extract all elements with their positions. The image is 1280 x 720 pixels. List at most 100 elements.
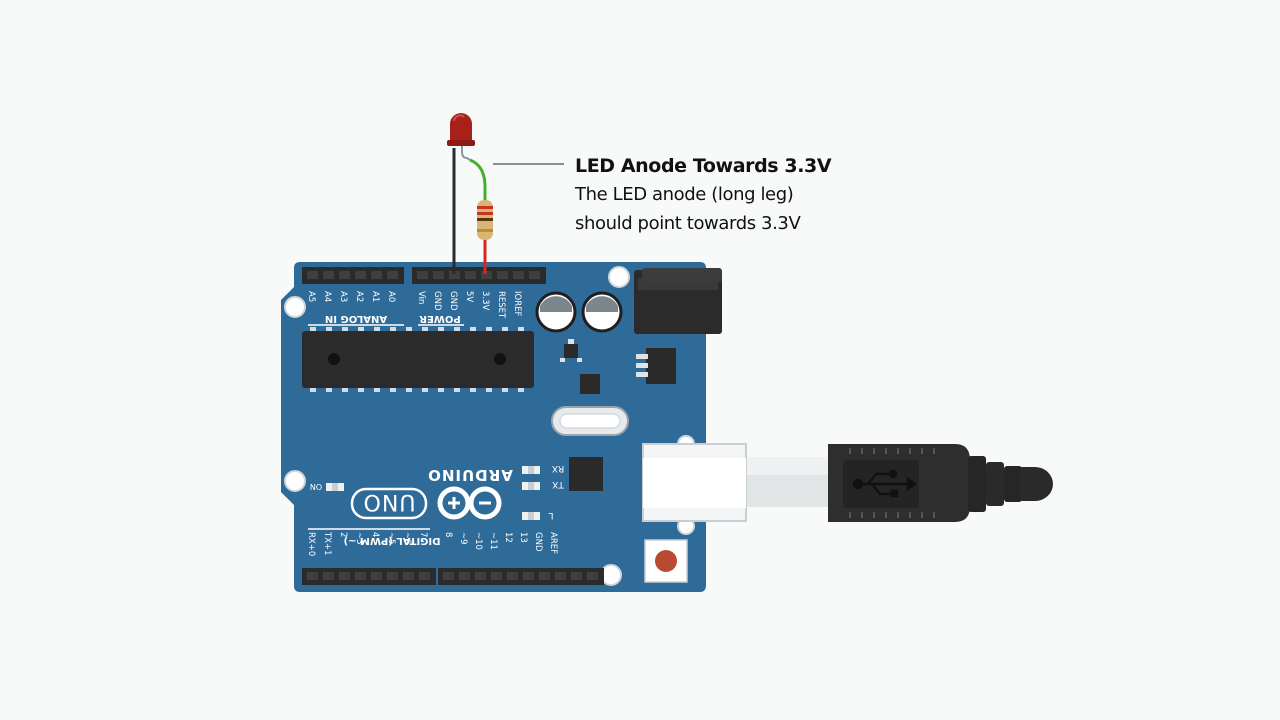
digital-high-pin-label: GND	[533, 532, 543, 552]
analog-pin-label: A0	[386, 291, 396, 302]
on-led-label: ON	[310, 482, 322, 491]
power-pin-label: Vin	[416, 291, 426, 304]
infinity-logo-icon	[437, 486, 502, 520]
digital-low-pin-label: RX+0	[306, 532, 316, 556]
digital-high-pin-label: ~10	[473, 532, 483, 550]
capacitor	[581, 291, 623, 333]
chip-pin	[486, 327, 492, 331]
model-label: UNO	[363, 489, 416, 514]
digital-high-pin-label: AREF	[548, 532, 558, 554]
chip-pin	[390, 327, 396, 331]
chip-pin	[422, 327, 428, 331]
resistor	[477, 200, 493, 240]
mount-hole	[608, 266, 630, 288]
power-header-socket	[465, 271, 476, 279]
digital-low-header-socket	[371, 572, 382, 580]
chip-pins	[310, 327, 524, 392]
chip-pin	[326, 327, 332, 331]
power-pin-label: GND	[432, 291, 442, 311]
digital-low-header-socket	[419, 572, 430, 580]
chip-pin	[502, 388, 508, 392]
power-pin-label: 3.3V	[480, 291, 490, 311]
usb-metal-shell-highlight	[740, 457, 840, 475]
digital-header-high	[438, 568, 604, 585]
reset-button	[644, 539, 688, 583]
dc-power-jack	[634, 268, 722, 334]
analog-header-socket	[355, 271, 366, 279]
digital-high-pin-label: ~11	[488, 532, 498, 550]
led-circuit	[447, 113, 564, 274]
power-header-socket	[529, 271, 540, 279]
chip-pin	[438, 327, 444, 331]
chip-pin	[326, 388, 332, 392]
digital-header-low	[302, 568, 436, 585]
chip-pin	[438, 388, 444, 392]
rx-led-label: RX	[552, 463, 564, 473]
chip-pin	[422, 388, 428, 392]
digital-high-header-socket	[555, 572, 566, 580]
atmega-chip	[302, 327, 534, 392]
analog-pin-label: A5	[306, 291, 316, 302]
chip-pin	[358, 327, 364, 331]
power-pin-label: IOREF	[512, 291, 522, 316]
digital-high-header-socket	[443, 572, 454, 580]
chip-pin	[454, 327, 460, 331]
usb-b-port	[642, 443, 747, 522]
power-header-socket	[417, 271, 428, 279]
power-header-title: POWER	[419, 313, 461, 324]
l-led-label: L	[548, 510, 553, 520]
analog-header-socket	[323, 271, 334, 279]
digital-low-pin-label: 7	[418, 532, 428, 537]
digital-low-header-socket	[307, 572, 318, 580]
chip-pin	[486, 388, 492, 392]
analog-header-socket	[307, 271, 318, 279]
chip-pin	[470, 388, 476, 392]
digital-high-header-socket	[587, 572, 598, 580]
anode-annotation: LED Anode Towards 3.3V The LED anode (lo…	[575, 152, 832, 238]
mount-hole	[284, 470, 306, 492]
on-led: ON	[310, 482, 344, 491]
arduino-logo: ARDUINO UNO	[350, 466, 513, 520]
chip-pin	[342, 388, 348, 392]
analog-header-socket	[339, 271, 350, 279]
digital-high-header-socket	[539, 572, 550, 580]
digital-low-pin-label: ~3	[354, 532, 364, 545]
chip-pin	[502, 327, 508, 331]
chip-pin	[310, 388, 316, 392]
analog-pin-label: A4	[322, 291, 332, 302]
analog-header	[302, 267, 404, 284]
power-pin-label: RESET	[496, 291, 506, 319]
crystal-oscillator	[551, 406, 629, 436]
digital-low-pin-label: 4	[370, 532, 380, 537]
analog-header-socket	[387, 271, 398, 279]
chip-pin	[454, 388, 460, 392]
digital-low-pin-label: TX+1	[322, 531, 332, 556]
digital-high-header-socket	[491, 572, 502, 580]
usb-cable-end	[1020, 467, 1053, 501]
analog-pin-label: A3	[338, 291, 348, 302]
usb-cable-strain-1	[968, 456, 986, 512]
analog-pin-label: A2	[354, 291, 364, 302]
power-header-housing	[412, 267, 546, 284]
mount-hole	[284, 296, 306, 318]
red-led	[447, 113, 475, 146]
digital-high-header-socket	[507, 572, 518, 580]
status-leds: RX TX L	[522, 463, 565, 520]
power-header-socket	[449, 271, 460, 279]
digital-low-header-socket	[339, 572, 350, 580]
power-header	[412, 267, 546, 284]
power-header-socket	[497, 271, 508, 279]
digital-low-header-socket	[355, 572, 366, 580]
digital-low-header-socket	[387, 572, 398, 580]
power-header-socket	[481, 271, 492, 279]
digital-low-header-socket	[403, 572, 414, 580]
annotation-title: LED Anode Towards 3.3V	[575, 155, 832, 177]
annotation-line-1: The LED anode (long leg)	[575, 184, 794, 205]
chip-pin	[342, 327, 348, 331]
